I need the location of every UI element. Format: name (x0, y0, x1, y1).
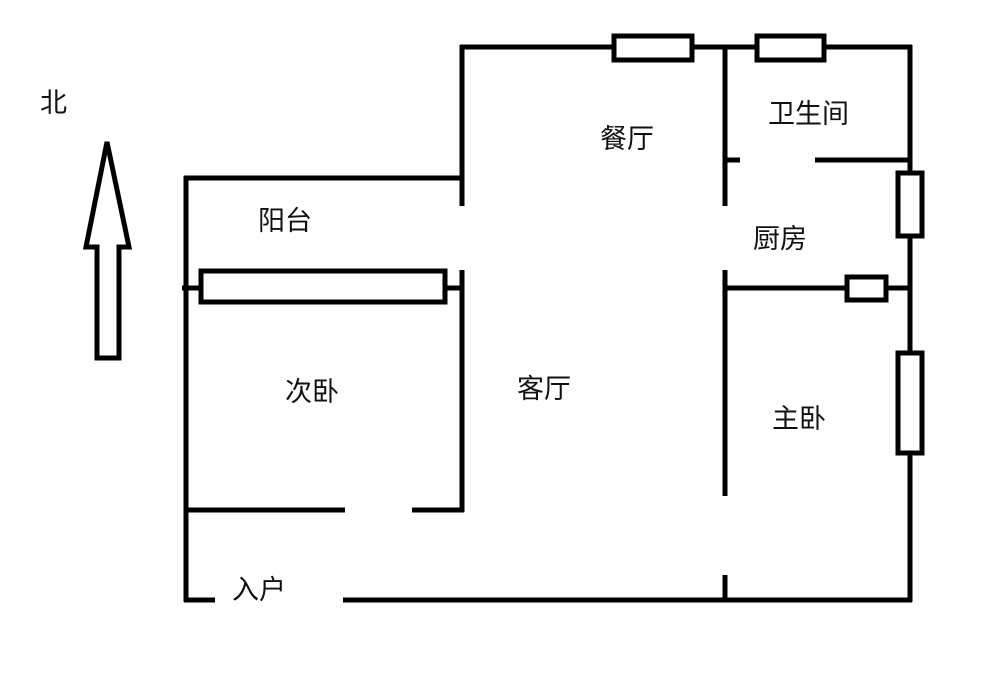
room-label-bathroom: 卫生间 (768, 99, 849, 130)
window-balcony (198, 268, 448, 305)
window-bathroom (754, 33, 827, 63)
room-label-balcony: 阳台 (258, 206, 312, 237)
window-kitchen-south (844, 274, 889, 303)
window-kitchen-east (895, 170, 925, 239)
room-label-second-bedroom: 次卧 (285, 377, 339, 408)
windows (198, 33, 925, 456)
room-label-kitchen: 厨房 (753, 224, 807, 255)
window-master-bedroom (895, 350, 925, 456)
room-label-master-bedroom: 主卧 (772, 404, 826, 435)
room-label-living-room: 客厅 (517, 374, 571, 405)
room-label-entrance: 入户 (232, 575, 286, 606)
window-dining (611, 33, 695, 63)
room-label-dining: 餐厅 (600, 124, 654, 155)
compass-label: 北 (40, 88, 67, 119)
north-arrow-icon (82, 141, 133, 361)
